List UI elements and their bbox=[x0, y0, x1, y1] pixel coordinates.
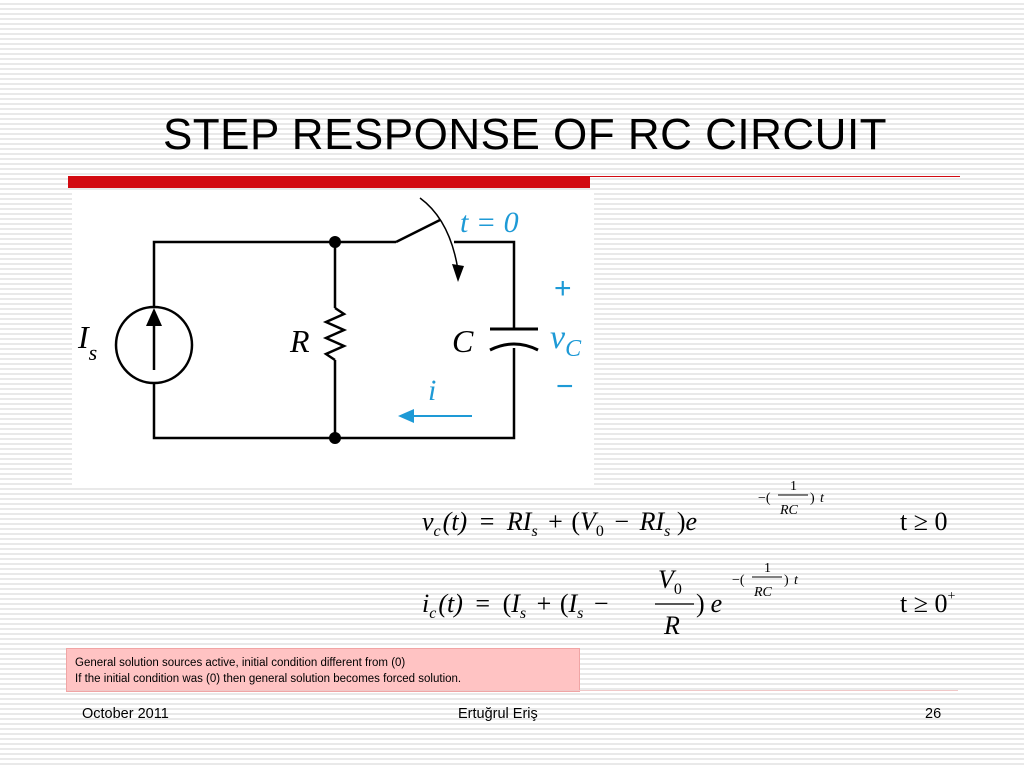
svg-text:1: 1 bbox=[764, 561, 771, 576]
svg-text:V0: V0 bbox=[658, 565, 682, 598]
svg-text:): ) bbox=[784, 573, 789, 588]
capacitor-symbol bbox=[489, 327, 539, 352]
svg-text:vc(t) = RIs: vc(t) = RIs + (V0 − RIs )e bbox=[422, 507, 697, 542]
note-box: General solution sources active, initial… bbox=[66, 648, 580, 692]
switch-time-label: t = 0 bbox=[460, 206, 519, 239]
svg-text:R: R bbox=[663, 611, 680, 640]
svg-text:RC: RC bbox=[779, 503, 799, 518]
capacitor-label: C bbox=[452, 323, 474, 359]
svg-text:−(: −( bbox=[732, 573, 745, 588]
polarity-minus: − bbox=[556, 370, 574, 403]
current-label: i bbox=[428, 374, 436, 407]
footer-author: Ertuğrul Eriş bbox=[458, 706, 538, 722]
switch-arrow-icon bbox=[419, 197, 464, 282]
title-underline-bar bbox=[68, 176, 590, 188]
svg-text:t: t bbox=[820, 491, 825, 506]
resistor-label: R bbox=[289, 323, 310, 359]
current-source-symbol bbox=[114, 305, 194, 385]
ic-condition: t ≥ 0+ bbox=[900, 589, 956, 618]
capacitor-voltage-label: vC bbox=[550, 319, 582, 362]
note-line-1: General solution sources active, initial… bbox=[75, 657, 406, 669]
svg-text:RC: RC bbox=[753, 585, 773, 600]
vc-condition: t ≥ 0 bbox=[900, 507, 948, 536]
rc-circuit-diagram: Is R C t = 0 + vC − i bbox=[72, 190, 594, 486]
svg-text:): ) bbox=[810, 491, 815, 506]
current-arrow-icon bbox=[398, 409, 472, 423]
bottom-node-dot bbox=[329, 432, 341, 444]
slide-title: STEP RESPONSE OF RC CIRCUIT bbox=[162, 110, 888, 159]
vc-equation: vc(t) = RIs + (V0 − RIs )e −( 1 RC ) t t… bbox=[422, 479, 948, 542]
note-line-2: If the initial condition was (0) then ge… bbox=[75, 673, 462, 685]
title-underline-rule bbox=[590, 176, 960, 177]
footer-divider bbox=[68, 690, 958, 691]
resistor-symbol bbox=[322, 306, 348, 362]
svg-text:−(: −( bbox=[758, 491, 771, 506]
svg-text:ic(t) = (Is: ic(t) = (Is + (Is − bbox=[422, 589, 609, 624]
footer-page-number: 26 bbox=[925, 706, 942, 722]
source-label: Is bbox=[77, 319, 97, 365]
footer-date: October 2011 bbox=[82, 706, 169, 722]
svg-text:t: t bbox=[794, 573, 799, 588]
top-node-dot bbox=[329, 236, 341, 248]
polarity-plus: + bbox=[554, 272, 572, 305]
svg-text:1: 1 bbox=[790, 479, 797, 494]
ic-equation: ic(t) = (Is + (Is − V0 R )e −( 1 RC ) t … bbox=[422, 561, 956, 640]
svg-text:)e: )e bbox=[696, 589, 722, 618]
equations-panel: vc(t) = RIs + (V0 − RIs )e −( 1 RC ) t t… bbox=[400, 464, 1000, 664]
